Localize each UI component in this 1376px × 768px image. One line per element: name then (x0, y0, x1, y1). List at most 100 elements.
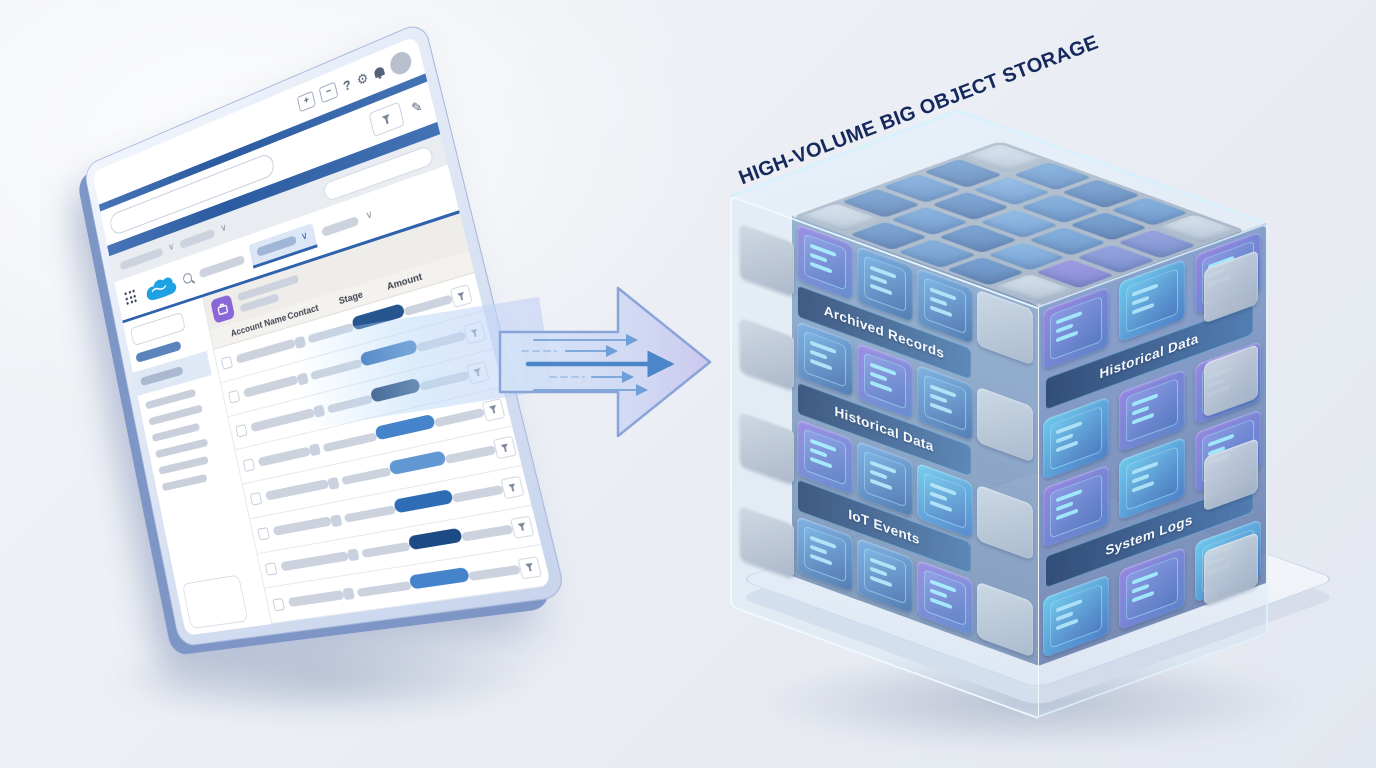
app-launcher-icon[interactable] (124, 289, 137, 306)
avatar[interactable] (388, 48, 414, 78)
chevron-down-icon[interactable]: ∨ (364, 208, 374, 223)
monitor-bezel: + − ? ⚙ ✎ ∨ ∨ (82, 19, 567, 648)
account-pill (242, 375, 299, 399)
contact-cell (294, 322, 355, 350)
object-icon (210, 293, 236, 324)
chevron-down-icon[interactable]: ∨ (219, 222, 228, 235)
row-filter-button[interactable] (500, 475, 525, 500)
help-icon[interactable]: ? (341, 76, 353, 94)
contact-cell (342, 579, 412, 601)
bell-icon[interactable] (373, 65, 385, 78)
record-tile (977, 483, 1033, 561)
zoom-in-button[interactable]: + (297, 90, 317, 113)
record-tile (977, 386, 1033, 464)
contact-pill (322, 431, 378, 452)
row-filter-button[interactable] (449, 284, 473, 309)
stage-pill (374, 413, 436, 441)
funnel-icon (470, 328, 479, 337)
account-pill (265, 479, 330, 502)
row-checkbox[interactable] (228, 389, 241, 404)
contact-cell (329, 504, 397, 527)
contact-pill (361, 541, 411, 558)
account-pill (272, 516, 333, 537)
contact-avatar (294, 335, 307, 350)
stage-pill (359, 338, 419, 367)
stage-pill (351, 303, 406, 332)
monitor-shadow (110, 636, 540, 722)
list-title-pill (198, 254, 246, 278)
amount-pill (416, 331, 467, 353)
contact-cell (327, 466, 392, 490)
row-checkbox[interactable] (257, 527, 270, 541)
amount-pill (460, 524, 514, 542)
row-filter-button[interactable] (517, 555, 543, 579)
contact-cell (296, 357, 363, 386)
chevron-down-icon[interactable]: ∨ (167, 241, 176, 254)
contact-avatar (347, 548, 360, 562)
row-filter-button[interactable] (466, 360, 490, 385)
shell-cube (740, 410, 794, 485)
account-pill (250, 407, 316, 433)
amount-pill (403, 294, 454, 317)
sidebar-nav-line[interactable] (158, 455, 209, 475)
funnel-icon (473, 368, 482, 377)
row-checkbox[interactable] (272, 597, 285, 611)
row-filter-button[interactable] (509, 515, 535, 539)
contact-cell (347, 540, 411, 562)
contact-cell (313, 393, 373, 419)
contact-pill (343, 505, 397, 523)
funnel-icon (457, 292, 466, 301)
amount-pill (418, 370, 470, 392)
row-checkbox[interactable] (220, 356, 234, 371)
sidebar-nav-line[interactable] (161, 473, 208, 492)
gear-icon[interactable]: ⚙ (355, 68, 370, 88)
sidebar-nav-line[interactable] (154, 438, 209, 459)
view-pill (256, 235, 298, 257)
stage-pill (388, 450, 447, 476)
chevron-down-icon: ∨ (300, 229, 309, 243)
sidebar-nav-line[interactable] (151, 422, 201, 443)
contact-avatar (342, 587, 356, 601)
crm-monitor: + − ? ⚙ ✎ ∨ ∨ (82, 19, 567, 648)
stage-pill (393, 489, 454, 514)
cloud-logo (144, 274, 178, 303)
pencil-icon[interactable]: ✎ (410, 97, 424, 117)
contact-cell (308, 430, 378, 457)
crm-screen: + − ? ⚙ ✎ ∨ ∨ (92, 35, 552, 636)
contact-pill (356, 580, 412, 597)
funnel-icon (381, 113, 392, 125)
row-checkbox[interactable] (264, 562, 278, 576)
row-filter-button[interactable] (463, 320, 487, 345)
amount-pill (444, 445, 497, 465)
amount-pill (433, 407, 485, 428)
zoom-out-button[interactable]: − (319, 81, 339, 104)
toolbar-pill (179, 228, 216, 249)
stage-pill (407, 527, 463, 551)
account-pill (257, 446, 311, 467)
shell-cube (740, 222, 794, 297)
row-checkbox[interactable] (242, 457, 255, 472)
account-pill (235, 338, 297, 365)
funnel-icon (508, 483, 517, 492)
contact-pill (341, 467, 392, 486)
sidebar-panel (181, 574, 249, 630)
sidebar-nav-line[interactable] (145, 388, 197, 410)
row-checkbox[interactable] (235, 423, 248, 438)
contact-avatar (313, 404, 326, 419)
row-checkbox[interactable] (249, 492, 263, 507)
contact-avatar (308, 443, 321, 457)
funnel-icon (489, 405, 498, 414)
amount-pill (467, 564, 521, 581)
contact-pill (326, 394, 373, 414)
funnel-icon (517, 523, 527, 532)
shell-cube (740, 316, 794, 391)
contact-avatar (327, 476, 340, 490)
filter-funnel-button[interactable] (368, 101, 405, 137)
sidebar-nav-lines (145, 383, 233, 492)
stage-pill (369, 377, 421, 403)
contact-avatar (296, 371, 309, 386)
funnel-icon (525, 563, 535, 572)
record-tile (1195, 409, 1261, 494)
migration-arrow (498, 286, 712, 438)
stage-pill (408, 566, 470, 590)
